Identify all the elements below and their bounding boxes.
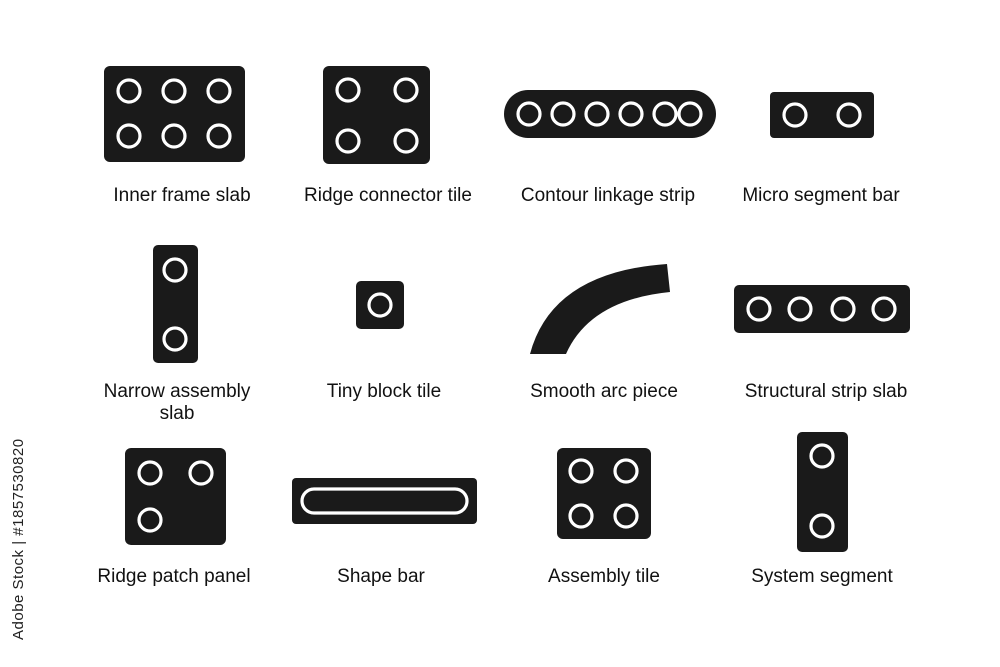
label-system-segment: System segment [751, 566, 893, 587]
label-ridge-connector-tile: Ridge connector tile [304, 185, 472, 206]
smooth-arc-piece-icon [530, 264, 670, 354]
label-micro-segment-bar: Micro segment bar [742, 185, 900, 206]
shape-bar-icon [292, 478, 477, 524]
assembly-tile-icon [557, 448, 651, 539]
label-inner-frame-slab: Inner frame slab [113, 185, 251, 206]
ridge-patch-panel-icon [125, 448, 226, 545]
tiny-block-tile-icon [356, 281, 404, 329]
ridge-connector-tile-icon [323, 66, 430, 164]
contour-linkage-strip-icon [504, 90, 716, 138]
stock-id-text: Adobe Stock | #1857530820 [10, 438, 27, 640]
label-narrow-assembly-slab: Narrow assembly slab [103, 381, 251, 424]
label-assembly-tile: Assembly tile [548, 566, 660, 587]
narrow-assembly-slab-icon [153, 245, 198, 363]
label-structural-strip-slab: Structural strip slab [744, 381, 908, 402]
label-tiny-block-tile: Tiny block tile [326, 381, 442, 402]
system-segment-icon [797, 432, 848, 552]
label-ridge-patch-panel: Ridge patch panel [97, 566, 251, 587]
label-contour-linkage-strip: Contour linkage strip [520, 185, 696, 206]
label-smooth-arc-piece: Smooth arc piece [530, 381, 678, 402]
structural-strip-slab-icon [734, 285, 910, 333]
label-shape-bar: Shape bar [337, 566, 425, 587]
